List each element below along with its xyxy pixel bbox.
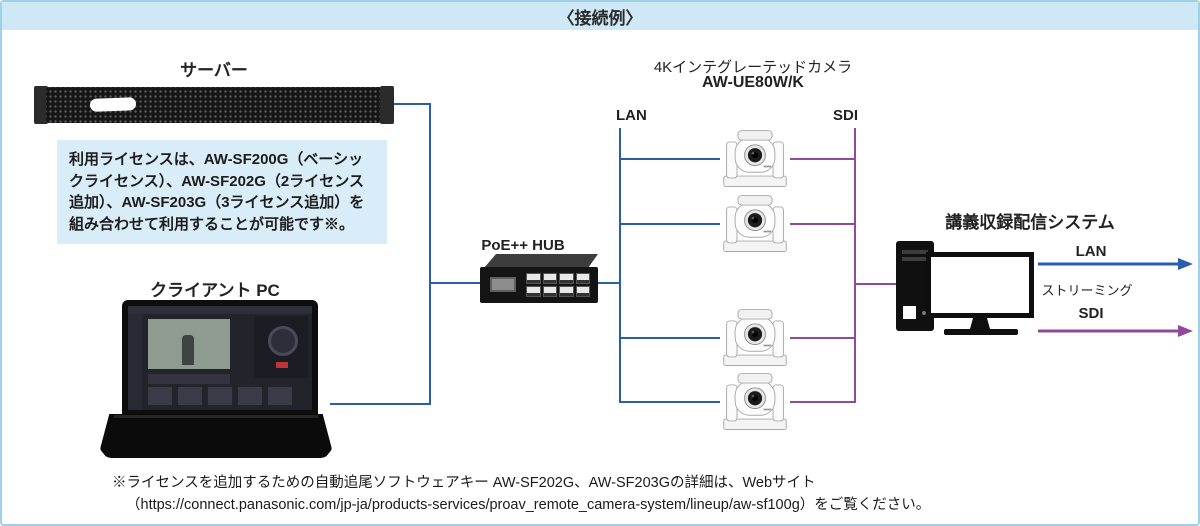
ptz-camera-3 <box>719 307 791 369</box>
camera2-sdi-line <box>790 223 856 225</box>
hub-top-face <box>484 254 598 268</box>
ptz-camera-1 <box>719 128 791 190</box>
laptop-ui-record-button <box>276 362 288 368</box>
hub-display <box>490 277 516 292</box>
hub-port <box>559 273 574 284</box>
laptop-ui-topbar <box>128 306 312 314</box>
hub-port <box>575 286 590 297</box>
laptop-ui-thumbnails <box>148 387 298 405</box>
license-note: 利用ライセンスは、AW-SF200G（ベーシッ クライセンス）、AW-SF202… <box>57 140 387 244</box>
laptop-software-ui <box>128 306 312 410</box>
hub-ports <box>526 273 590 297</box>
server-image <box>34 86 394 124</box>
pc-power-led <box>922 311 926 315</box>
trunk-lan-line <box>429 103 431 405</box>
diagram-title-band: 〈接続例〉 <box>2 2 1198 30</box>
output-lan-label: LAN <box>1075 243 1107 260</box>
sdi-bus-label: SDI <box>833 107 859 124</box>
ptz-camera-2 <box>719 193 791 255</box>
system-label: 講義収録配信システム <box>945 213 1115 232</box>
hub-port <box>542 273 557 284</box>
server-body <box>46 87 382 123</box>
ptz-camera-icon <box>723 309 787 366</box>
pc-drive-bays <box>902 250 928 254</box>
lan-output-arrow <box>1038 258 1193 270</box>
streaming-label: ストリーミング <box>1041 283 1133 298</box>
ptz-camera-4 <box>719 371 791 433</box>
lan-bus-line <box>619 128 621 403</box>
camera1-sdi-line <box>790 158 856 160</box>
hub-port <box>575 273 590 284</box>
laptop-ui-controls <box>148 374 230 384</box>
hub-port <box>526 273 541 284</box>
camera3-lan-line <box>619 337 720 339</box>
ptz-camera-icon <box>723 130 787 187</box>
hub-port <box>542 286 557 297</box>
hub-front-face <box>480 267 598 303</box>
hub-image <box>480 254 602 306</box>
camera1-lan-line <box>619 158 720 160</box>
footnote: ※ライセンスを追加するための自動追尾ソフトウェアキー AW-SF202G、AW-… <box>112 472 930 516</box>
monitor-stand <box>970 318 990 329</box>
pc-sdi-line <box>854 283 898 285</box>
server-ear-left <box>34 86 48 124</box>
pc-front-panel <box>903 306 916 319</box>
laptop-base <box>100 414 332 458</box>
camera-section-title: 4Kインテグレーテッドカメラ <box>653 59 853 76</box>
ptz-camera-icon <box>723 195 787 252</box>
hub-out-lan-line <box>598 282 621 284</box>
laptop-ui-jog-dial <box>268 326 298 356</box>
hub-in-lan-line <box>429 282 482 284</box>
laptop-hinge <box>114 415 318 418</box>
sdi-bus-line <box>854 128 856 403</box>
laptop-ui-video-preview <box>148 319 230 369</box>
camera3-sdi-line <box>790 337 856 339</box>
laptop-lan-line <box>330 403 431 405</box>
camera-model: AW-UE80W/K <box>702 74 804 91</box>
lan-bus-label: LAN <box>616 107 647 124</box>
monitor-image <box>926 252 1034 318</box>
laptop-ui-sidebar <box>128 314 142 410</box>
hub-label: PoE++ HUB <box>481 237 565 254</box>
client-pc-label: クライアント PC <box>150 281 280 300</box>
diagram-title: 〈接続例〉 <box>557 8 643 28</box>
laptop-ui-presenter <box>182 335 194 365</box>
server-ear-right <box>380 86 394 124</box>
footnote-line2: （https://connect.panasonic.com/jp-ja/pro… <box>126 497 931 513</box>
output-sdi-label: SDI <box>1078 305 1104 322</box>
server-slot <box>89 97 137 112</box>
laptop-screen <box>122 300 318 416</box>
ptz-camera-icon <box>723 373 787 430</box>
sdi-output-arrow <box>1038 325 1193 337</box>
hub-port <box>559 286 574 297</box>
camera4-lan-line <box>619 401 720 403</box>
monitor-base <box>944 329 1018 335</box>
hub-port <box>526 286 541 297</box>
footnote-line1: ※ライセンスを追加するための自動追尾ソフトウェアキー AW-SF202G、AW-… <box>112 475 816 491</box>
server-lan-line <box>392 103 431 105</box>
server-label: サーバー <box>180 61 248 80</box>
camera2-lan-line <box>619 223 720 225</box>
camera4-sdi-line <box>790 401 856 403</box>
laptop-image <box>100 300 332 458</box>
